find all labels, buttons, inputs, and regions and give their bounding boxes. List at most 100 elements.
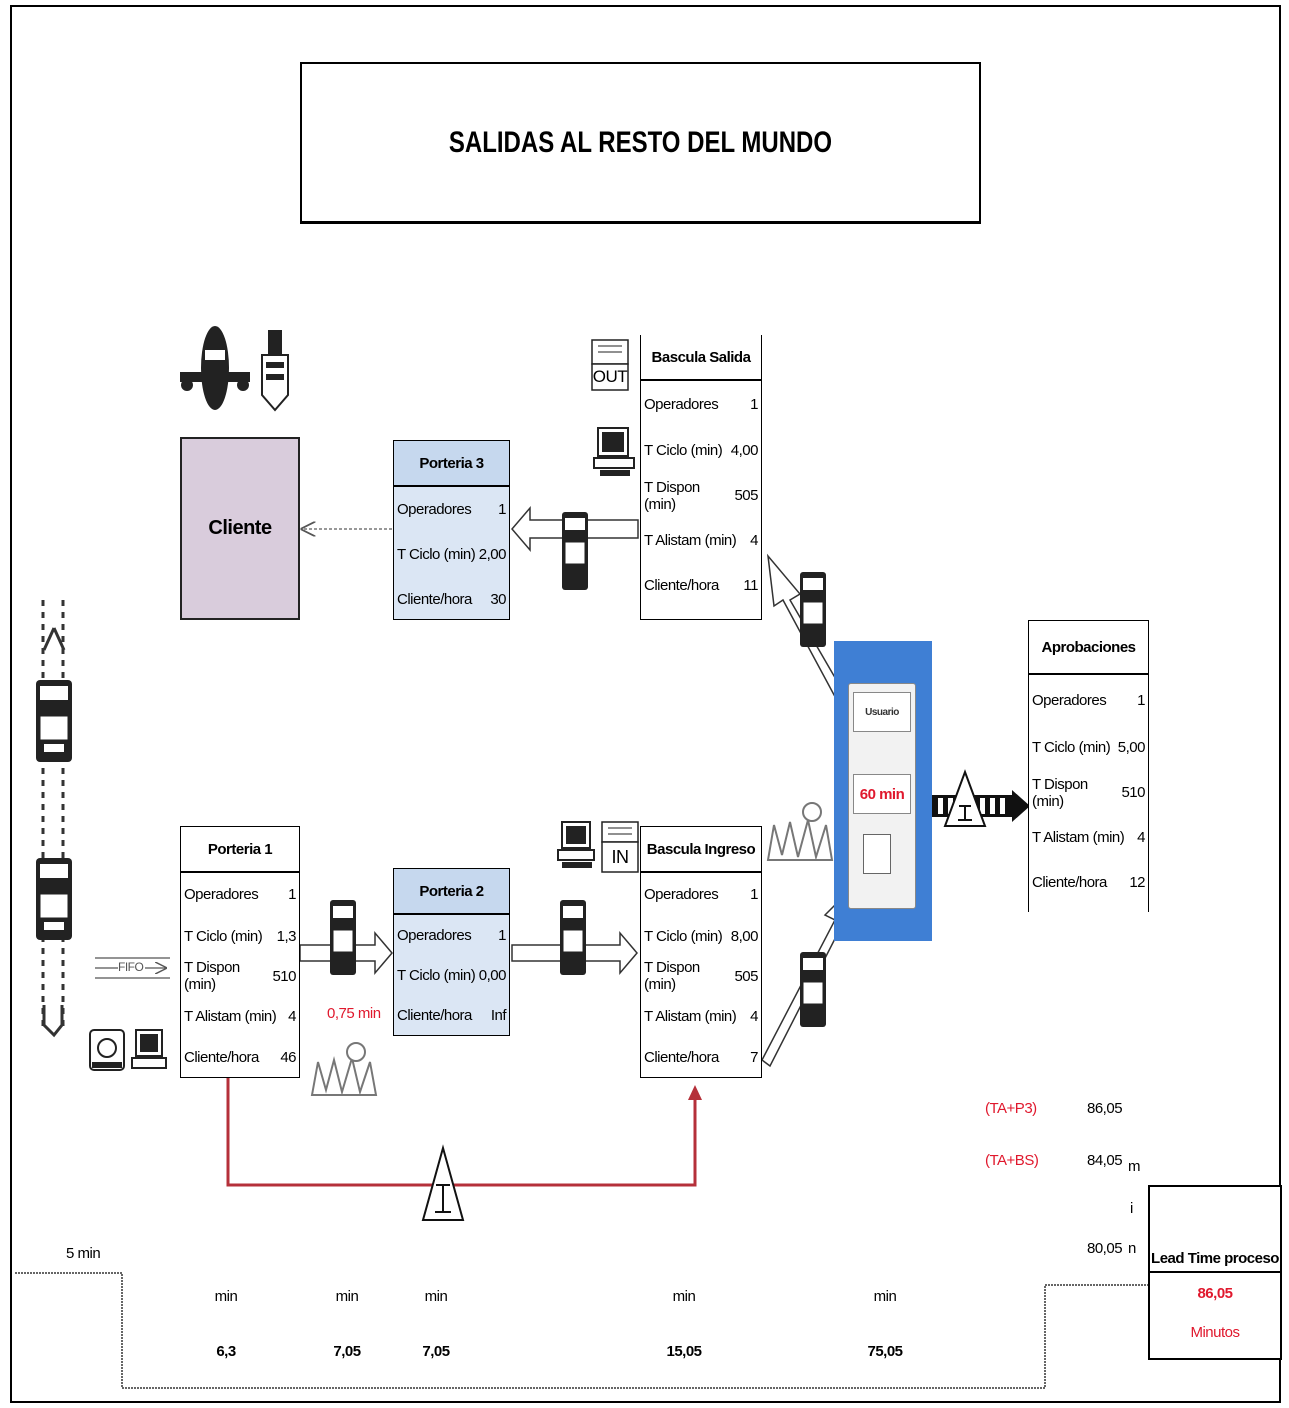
truck-icon-p2-ingreso: [560, 900, 586, 975]
row-label: T Dispon (min): [644, 959, 734, 993]
process-title: Porteria 3: [394, 441, 509, 487]
timeline-unit: min: [425, 1288, 448, 1305]
row-label: T Ciclo (min): [644, 442, 722, 459]
timeline-line: [15, 1273, 1148, 1388]
wait-time-p1-p2: 0,75 min: [327, 1005, 381, 1022]
row-value: 1,3: [277, 928, 296, 945]
timeline-unit: min: [673, 1288, 696, 1305]
truck-icon-p1-p2: [330, 900, 356, 975]
row-label: T Ciclo (min): [397, 967, 475, 984]
out-label: OUT: [592, 364, 628, 390]
process-title: Porteria 2: [394, 869, 509, 915]
lead-time-label: Lead Time proceso: [1150, 1187, 1280, 1273]
computer-icon-p1: [132, 1030, 166, 1068]
lead-time-unit: Minutos: [1150, 1324, 1280, 1341]
process-porteria-2: Porteria 2 Operadores 1 T Ciclo (min)0,00…: [393, 868, 510, 1036]
cliente-label: Cliente: [208, 517, 271, 540]
left-truck-flow: [43, 600, 64, 1035]
fifo-label: FIFO: [118, 960, 143, 974]
process-porteria-3: Porteria 3 Operadores 1 T Ciclo (min)2,00…: [393, 440, 510, 620]
row-label: Cliente/hora: [397, 1007, 472, 1024]
truck-icon-lower-diagonal: [800, 952, 826, 1027]
row-label: T Alistam (min): [644, 532, 736, 549]
truck-icon-left-bottom: [36, 858, 72, 940]
row-value: 505: [734, 487, 758, 504]
row-label: T Ciclo (min): [644, 928, 722, 945]
min-vertical-i: i: [1130, 1200, 1133, 1217]
process-title: Aprobaciones: [1029, 621, 1148, 675]
timeline-unit: min: [874, 1288, 897, 1305]
airplane-icon: [180, 326, 250, 410]
process-title: Bascula Ingreso: [641, 827, 761, 873]
row-label: T Alistam (min): [1032, 829, 1124, 846]
row-label: Operadores: [644, 886, 718, 903]
ta-bs-label: (TA+BS): [985, 1152, 1038, 1169]
row-value: 4: [288, 1008, 296, 1025]
row-label: T Ciclo (min): [397, 546, 475, 563]
truck-icon-salida-p3: [562, 512, 588, 590]
row-value: 0,00: [479, 967, 506, 984]
row-label: T Dispon (min): [644, 479, 734, 513]
row-value: 4: [750, 532, 758, 549]
min-vertical-n: n: [1128, 1240, 1136, 1257]
usuario-card: Usuario 60 min: [848, 683, 916, 909]
row-label: Operadores: [397, 927, 471, 944]
operator-burst-icon-p1: [312, 1043, 376, 1095]
process-bascula-ingreso: Bascula Ingreso Operadores 1 T Ciclo (min…: [640, 826, 762, 1078]
row-label: Cliente/hora: [1032, 874, 1107, 891]
timeline-unit: min: [215, 1288, 238, 1305]
row-label: Cliente/hora: [397, 591, 472, 608]
row-label: Operadores: [397, 501, 471, 518]
row-value: 510: [272, 968, 296, 985]
row-label: Operadores: [644, 396, 718, 413]
operator-burst-icon-usuario: [768, 803, 832, 860]
row-label: Cliente/hora: [644, 577, 719, 594]
row-label: T Dispon (min): [184, 959, 272, 993]
truck-icon-left-top: [36, 680, 72, 762]
row-value: 510: [1121, 784, 1145, 801]
row-value: 1: [750, 886, 758, 903]
usuario-label: Usuario: [853, 692, 911, 732]
row-value: 2,00: [479, 546, 506, 563]
lead-time-value: 86,05: [1150, 1285, 1280, 1302]
timeline-unit: min: [336, 1288, 359, 1305]
telephone-icon: [90, 1030, 124, 1070]
row-value: 1: [288, 886, 296, 903]
ta-p3-label: (TA+P3): [985, 1100, 1037, 1117]
row-value: 46: [280, 1049, 296, 1066]
row-label: T Alistam (min): [644, 1008, 736, 1025]
row-label: Cliente/hora: [184, 1049, 259, 1066]
computer-icon-ingreso: [558, 822, 594, 868]
row-value: 1: [1137, 692, 1145, 709]
row-value: 1: [750, 396, 758, 413]
row-value: 505: [734, 968, 758, 985]
ta-third-value: 80,05: [1087, 1240, 1122, 1257]
row-value: Inf: [491, 1007, 506, 1024]
row-value: 1: [498, 501, 506, 518]
process-porteria-1: Porteria 1 Operadores1 T Ciclo (min)1,3 …: [180, 826, 300, 1078]
process-title: Porteria 1: [181, 827, 299, 873]
timeline-value: 15,05: [666, 1343, 701, 1360]
row-value: 11: [743, 577, 758, 594]
row-value: 8,00: [731, 928, 758, 945]
ta-bs-value: 84,05: [1087, 1152, 1122, 1169]
row-label: T Ciclo (min): [184, 928, 262, 945]
usuario-time: 60 min: [853, 774, 911, 814]
row-value: 4: [1137, 829, 1145, 846]
timeline-value: 7,05: [422, 1343, 449, 1360]
row-value: 1: [498, 927, 506, 944]
min-vertical-m: m: [1128, 1158, 1140, 1175]
row-value: 7: [750, 1049, 758, 1066]
row-label: Cliente/hora: [644, 1049, 719, 1066]
timeline-start: 5 min: [66, 1245, 100, 1262]
striped-arrow-aprobaciones: [930, 772, 1030, 826]
usuario-container: Usuario 60 min: [834, 641, 932, 941]
row-label: T Dispon (min): [1032, 776, 1121, 810]
in-label: IN: [602, 842, 638, 872]
truck-icon-upper-diagonal: [800, 572, 826, 647]
row-value: 12: [1129, 874, 1145, 891]
row-value: 4,00: [731, 442, 758, 459]
lead-time-box: Lead Time proceso 86,05 Minutos: [1148, 1185, 1282, 1360]
timeline-value: 6,3: [216, 1343, 235, 1360]
